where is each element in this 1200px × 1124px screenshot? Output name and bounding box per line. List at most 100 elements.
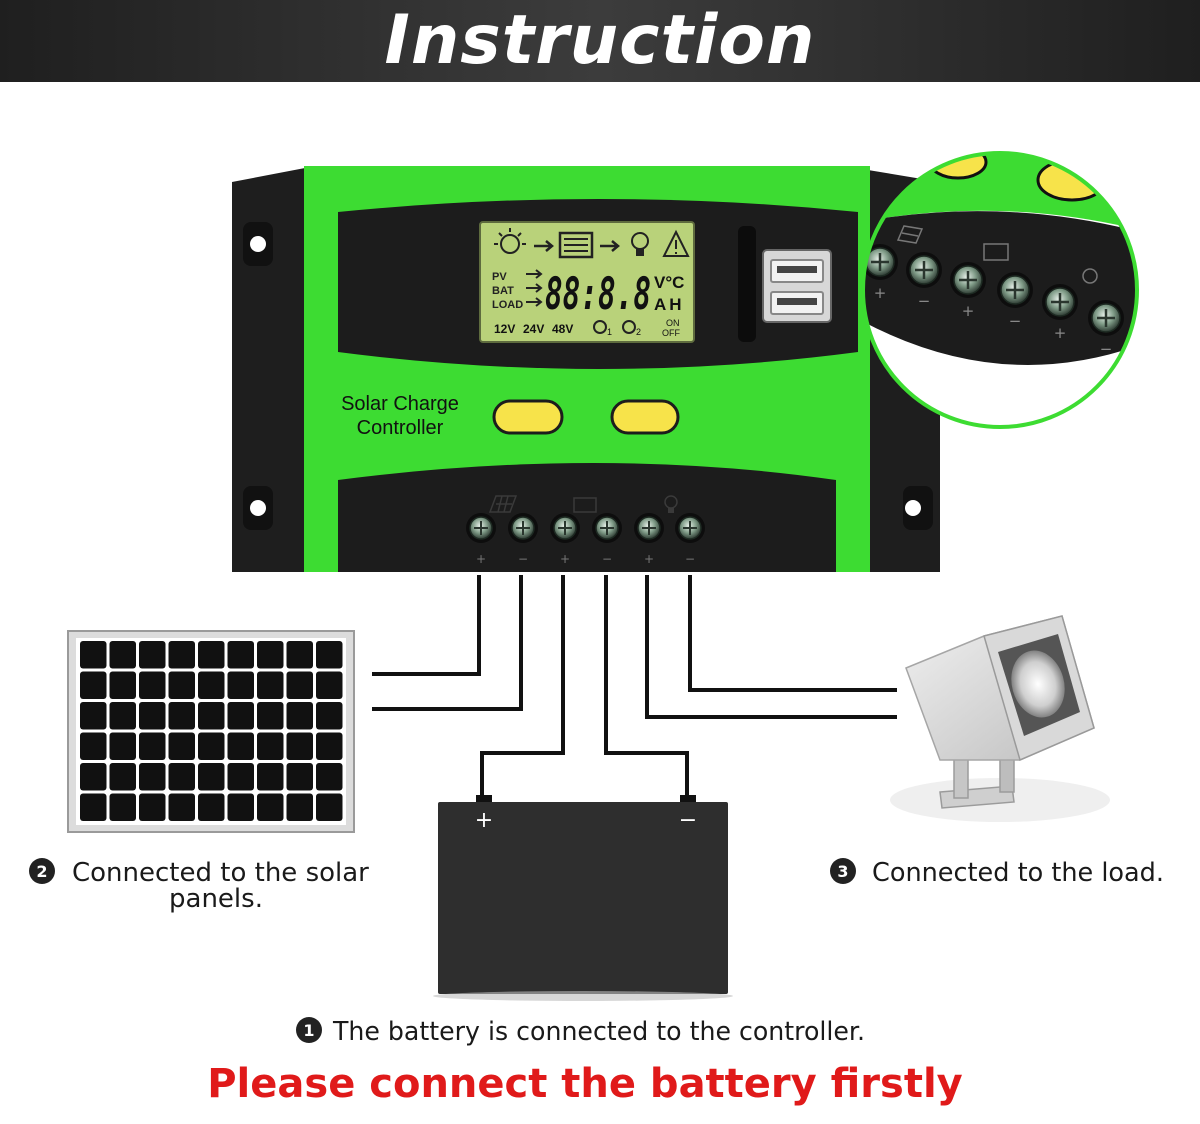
wire [688,575,897,692]
solar-cell [198,732,225,760]
lcd-voltage-12: 12V [494,322,515,336]
wires [372,575,897,797]
left-mount-hole-lower [250,500,266,516]
lcd-digits: 88:8.8 [545,269,651,320]
solar-cell [109,793,136,821]
solar-cell [168,793,195,821]
solar-cell [227,793,254,821]
solar-cell [139,732,166,760]
solar-cell [227,732,254,760]
solar-cell [109,671,136,699]
step-number-badge: 2 [36,862,47,881]
terminal-polarity-label: − [918,292,931,310]
zoom-ring [861,151,1139,429]
solar-cell [198,793,225,821]
solar-cell [198,671,225,699]
controller-label-line2: Controller [357,417,444,439]
solar-cell [286,793,313,821]
warning-icon [662,229,690,257]
screw-slot [915,261,933,279]
wire [372,575,481,676]
solar-cell [139,763,166,791]
terminal-polarity-label: − [1100,340,1113,358]
battery-negative-label: − [679,808,697,833]
solar-cell [109,702,136,730]
lcd-off-label: OFF [662,328,680,338]
solar-cell [316,763,343,791]
step-number-badge: 1 [303,1021,314,1040]
screw-slot [1006,281,1024,299]
solar-cell [257,793,284,821]
solar-cell [198,763,225,791]
solar-cell [286,641,313,669]
flood-light [890,615,1110,822]
terminal-polarity-label: + [874,284,887,302]
lcd-row-label: LOAD [492,299,523,311]
terminal-polarity-label: − [602,552,612,566]
terminal-polarity-label: − [685,552,695,566]
solar-panel-icon [488,495,518,513]
left-mount-hole [250,236,266,252]
screw-slot [474,521,488,535]
lamp-lens [1011,650,1065,718]
solar-cell [109,732,136,760]
lcd-row-label: BAT [492,285,514,297]
timer-icon [622,320,636,334]
solar-cell [257,641,284,669]
terminal-polarity-label: + [1054,324,1067,342]
solar-cell [168,763,195,791]
solar-cell [168,732,195,760]
terminal-zoom-inset: + − + − + − [861,151,1139,429]
screw-slot [683,521,697,535]
terminal-group-icons [488,495,678,513]
menu-button[interactable] [492,399,564,435]
solar-cell [286,702,313,730]
timer-index: 1 [607,327,612,337]
solar-cell [198,641,225,669]
controller-label-line1: Solar Charge [341,393,459,415]
solar-cell [80,763,107,791]
lcd-on-label: ON [666,318,680,328]
battery-positive-label: + [475,808,493,833]
solar-cell [227,702,254,730]
sun-icon [500,234,520,254]
battery-negative-terminal [680,795,696,805]
lcd-voltage-24: 24V [523,322,544,336]
left-mount-ear [232,168,305,572]
solar-cell [257,732,284,760]
step-2-caption: 2 Connected to the solar panels. [29,858,369,914]
solar-cell [80,671,107,699]
lcd-display: PV BAT LOAD 88:8.8 V°C AH 12V 24V 48V 1 … [479,221,695,343]
solar-cell [257,702,284,730]
timer-index: 2 [636,327,641,337]
step-3-text: Connected to the load. [872,858,1164,888]
wire [645,575,897,719]
solar-cell [168,671,195,699]
terminal-polarity-label: + [962,302,975,320]
usb-ports [738,226,832,342]
screw-slot [1051,293,1069,311]
terminal-panel [338,463,836,572]
timer-icon [593,320,607,334]
step-2-text-line1: Connected to the solar [72,858,369,888]
solar-cell [139,641,166,669]
step-1-text: The battery is connected to the controll… [332,1017,865,1047]
step-3-caption: 3 Connected to the load. [830,858,1164,888]
solar-cell [109,763,136,791]
solar-cell [257,671,284,699]
battery-body [438,802,728,994]
solar-cell [198,702,225,730]
wire [480,575,565,797]
right-mount-hole [905,500,921,516]
solar-cell [227,763,254,791]
set-button[interactable] [610,399,680,435]
battery: + − [433,795,733,1001]
terminal-polarity-label: + [560,552,570,566]
screw-slot [600,521,614,535]
terminal-polarity-label: − [518,552,528,566]
solar-cell [139,702,166,730]
solar-cell [316,793,343,821]
terminal-polarity-label: − [1009,312,1022,330]
screw-slot [1097,309,1115,327]
